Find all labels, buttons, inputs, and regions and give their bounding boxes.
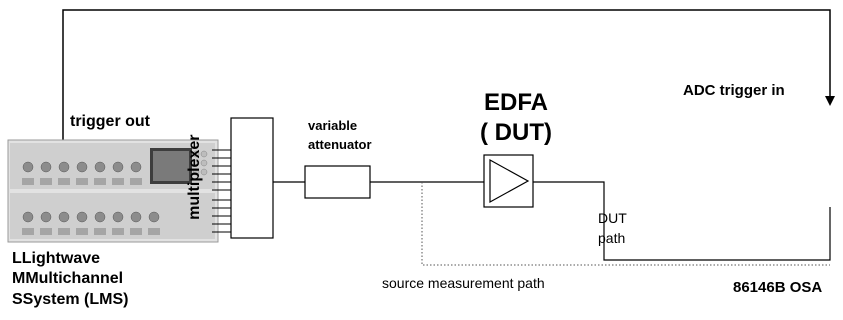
dut-path-line	[533, 181, 831, 261]
amplifier-triangle-icon	[489, 158, 530, 204]
edfa-label-line2: ( DUT)	[480, 119, 552, 146]
edfa-label: EDFA ( DUT)	[471, 88, 561, 148]
osa-label: 86146B OSA	[733, 279, 823, 296]
lms-label-line3: SSystem (LMS)	[12, 290, 129, 308]
trigger-arrowhead	[825, 96, 835, 106]
dut-path-label-line1: DUT	[598, 210, 627, 226]
multiplexer-box	[230, 117, 274, 239]
attenuator-label-line2: attenuator	[308, 136, 372, 152]
fiber-bundle	[212, 149, 231, 233]
attenuator-label: variable attenuator	[308, 117, 372, 155]
dut-path-label: DUT path	[598, 208, 627, 249]
lms-label-line1: LLightwave	[12, 250, 101, 267]
multiplexer-label: multiplexer	[185, 134, 203, 220]
trigger-out-label: trigger out	[70, 113, 150, 130]
dut-path-label-line2: path	[598, 230, 626, 247]
lms-device-image	[7, 139, 219, 243]
adc-trigger-in-label: ADC trigger in	[683, 82, 785, 99]
lms-label: LLightwave MMultichannel SSystem (LMS)	[12, 249, 128, 310]
lms-label-line2: MMultichannel	[12, 270, 124, 288]
edfa-label-line1: EDFA	[483, 89, 548, 116]
attenuator-label-line1: variable	[308, 118, 358, 133]
source-measurement-path-label: source measurement path	[382, 275, 545, 291]
attenuator-box	[304, 165, 371, 199]
trigger-loop-line	[62, 9, 831, 143]
source-measurement-path-line	[421, 182, 830, 266]
